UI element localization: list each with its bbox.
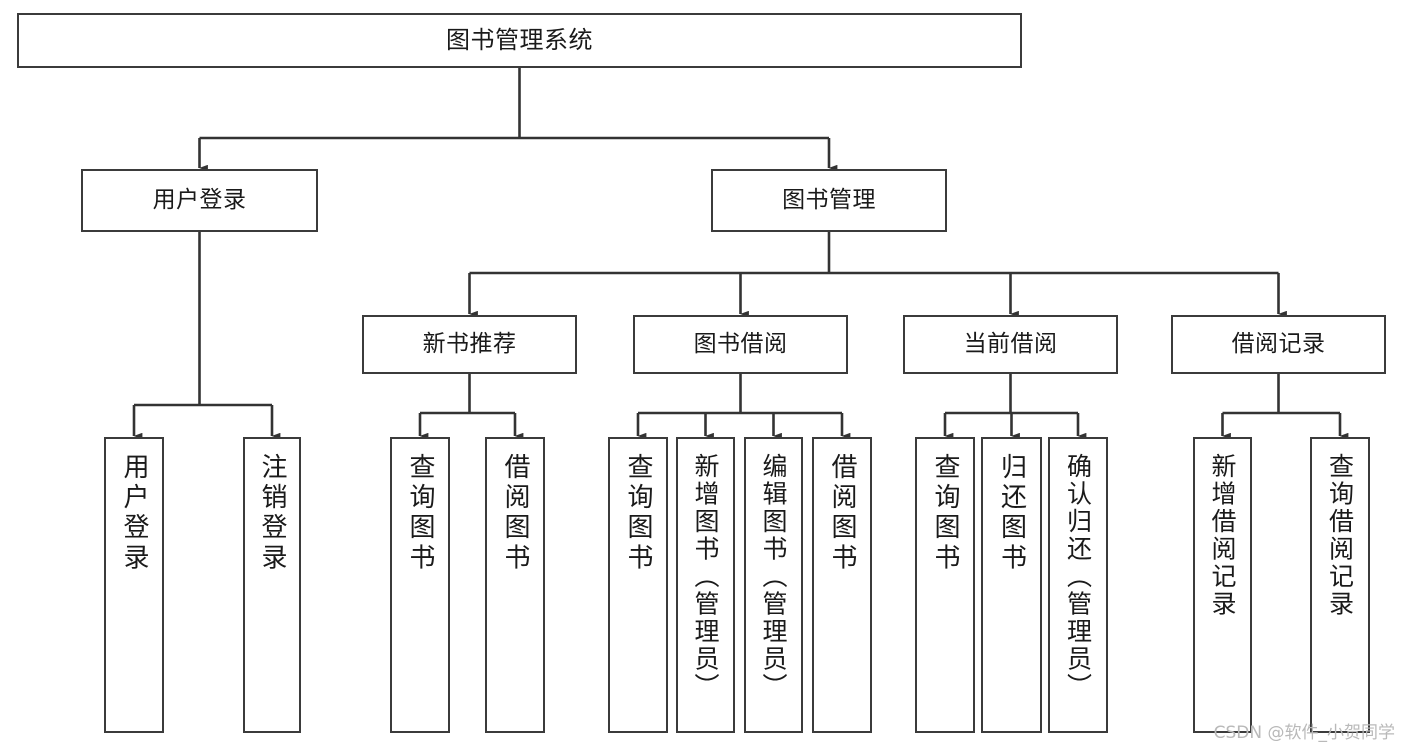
node-leaf-records-1[interactable]: 新增借阅记录 (1193, 437, 1252, 733)
node-label: 当前借阅 (963, 331, 1058, 358)
node-leaf-current-2[interactable]: 归还图书 (981, 437, 1042, 733)
node-login[interactable]: 用户登录 (81, 169, 318, 232)
node-label: 用户登录 (152, 187, 247, 214)
node-label: 借阅记录 (1231, 331, 1326, 358)
node-label: 图书管理系统 (446, 25, 593, 54)
node-label: 新增借阅记录 (1208, 453, 1237, 618)
node-borrow[interactable]: 图书借阅 (633, 315, 848, 374)
node-current[interactable]: 当前借阅 (903, 315, 1118, 374)
node-label: 注销登录 (257, 453, 287, 574)
node-label: 查询借阅记录 (1325, 453, 1355, 618)
node-leaf-borrow-4[interactable]: 借阅图书 (812, 437, 872, 733)
node-leaf-login-2[interactable]: 注销登录 (243, 437, 301, 733)
watermark-label: CSDN @软件_小贺同学 (1213, 723, 1395, 743)
node-label: 图书管理 (782, 187, 876, 214)
node-label: 借阅图书 (827, 453, 857, 574)
node-label: 查询图书 (623, 453, 653, 574)
node-leaf-records-2[interactable]: 查询借阅记录 (1310, 437, 1370, 733)
node-label: 查询图书 (405, 453, 435, 574)
node-newbooks[interactable]: 新书推荐 (362, 315, 577, 374)
node-label: 查询图书 (930, 453, 960, 574)
node-leaf-borrow-1[interactable]: 查询图书 (608, 437, 668, 733)
node-leaf-new-1[interactable]: 查询图书 (390, 437, 450, 733)
node-root[interactable]: 图书管理系统 (17, 13, 1022, 68)
node-label: 新增图书（管理员） (691, 453, 720, 701)
node-leaf-borrow-3[interactable]: 编辑图书（管理员） (744, 437, 803, 733)
node-label: 借阅图书 (500, 453, 530, 574)
node-leaf-borrow-2[interactable]: 新增图书（管理员） (676, 437, 735, 733)
node-records[interactable]: 借阅记录 (1171, 315, 1386, 374)
node-label: 新书推荐 (422, 331, 517, 358)
node-label: 用户登录 (119, 453, 149, 574)
edges-group (132, 68, 1349, 440)
node-leaf-new-2[interactable]: 借阅图书 (485, 437, 545, 733)
node-label: 编辑图书（管理员） (759, 453, 788, 701)
node-leaf-login-1[interactable]: 用户登录 (104, 437, 164, 733)
node-bookmgmt[interactable]: 图书管理 (711, 169, 947, 232)
node-label: 确认归还（管理员） (1063, 453, 1093, 701)
node-leaf-current-1[interactable]: 查询图书 (915, 437, 975, 733)
node-label: 归还图书 (996, 453, 1027, 574)
node-label: 图书借阅 (693, 331, 788, 358)
node-leaf-current-3[interactable]: 确认归还（管理员） (1048, 437, 1108, 733)
